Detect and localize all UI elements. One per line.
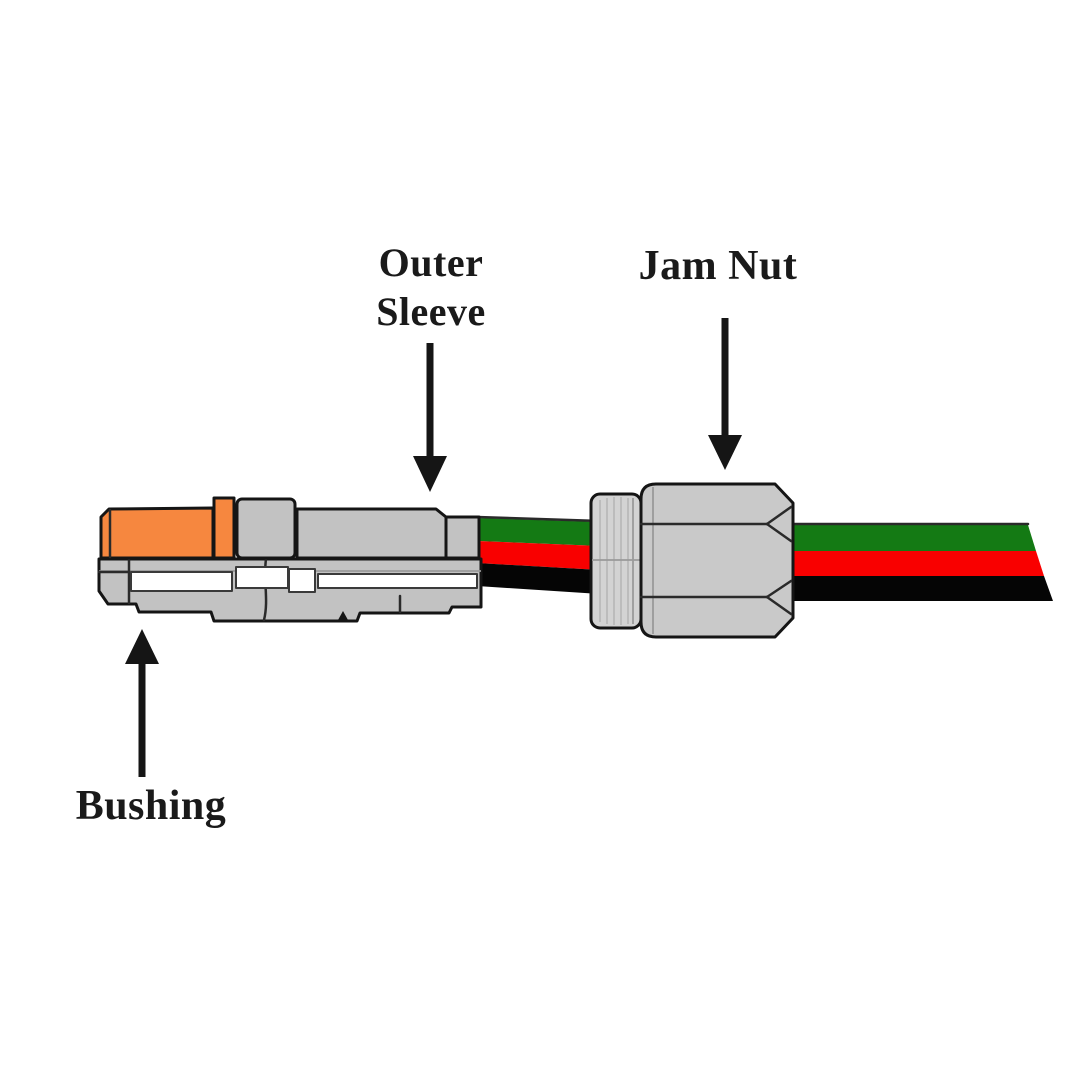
jam-nut-chamfer-top-b [765, 522, 793, 543]
jam-nut-arrowhead [708, 435, 742, 470]
jam-nut-shape [639, 482, 795, 639]
outer-sleeve-label-line2: Sleeve [376, 289, 486, 334]
wire-black-left [477, 563, 600, 594]
jam-nut-arrow [708, 318, 742, 470]
contact-slot-1 [130, 571, 233, 592]
bushing-arrow [125, 629, 159, 777]
contact-slot-3 [288, 568, 316, 593]
contact-slot-4 [317, 573, 478, 589]
wire-red-left [477, 541, 600, 570]
body-curved-seam [262, 557, 268, 622]
body-notch [338, 611, 348, 620]
jam-nut-chamfer-top-a [765, 505, 793, 526]
wire-ribbon-left [475, 515, 602, 594]
bushing-rib [212, 496, 236, 560]
outer-sleeve-arrowhead [413, 456, 447, 492]
wire-green-left [477, 518, 600, 546]
outer-sleeve-arrow [413, 343, 447, 492]
outer-sleeve-part [295, 507, 448, 560]
outer-sleeve-label: Outer Sleeve [321, 238, 541, 336]
wire-green-right [788, 525, 1036, 551]
outer-sleeve-label-line1: Outer [378, 240, 484, 285]
bushing-label: Bushing [41, 783, 261, 829]
threaded-collar [589, 492, 643, 630]
wire-outline-left [475, 515, 602, 523]
wire-red-right [788, 551, 1044, 576]
bushing-part [99, 506, 215, 560]
plug-upper-row [99, 496, 481, 560]
wire-black-right [788, 576, 1053, 601]
outer-sleeve-end-cap [444, 515, 481, 560]
wire-ribbon-right [786, 522, 1053, 601]
contact-slot-2 [235, 566, 289, 589]
jam-nut-chamfer-bottom-a [765, 579, 793, 599]
plug-lower-body [97, 557, 483, 623]
bushing-arrowhead [125, 629, 159, 664]
sleeve-collar-block [235, 497, 297, 560]
jam-nut-label: Jam Nut [598, 243, 838, 289]
jam-nut-label-text: Jam Nut [638, 243, 798, 289]
jam-nut-part [639, 482, 795, 639]
bushing-label-text: Bushing [75, 783, 227, 829]
jam-nut-chamfer-bottom-b [765, 595, 793, 616]
